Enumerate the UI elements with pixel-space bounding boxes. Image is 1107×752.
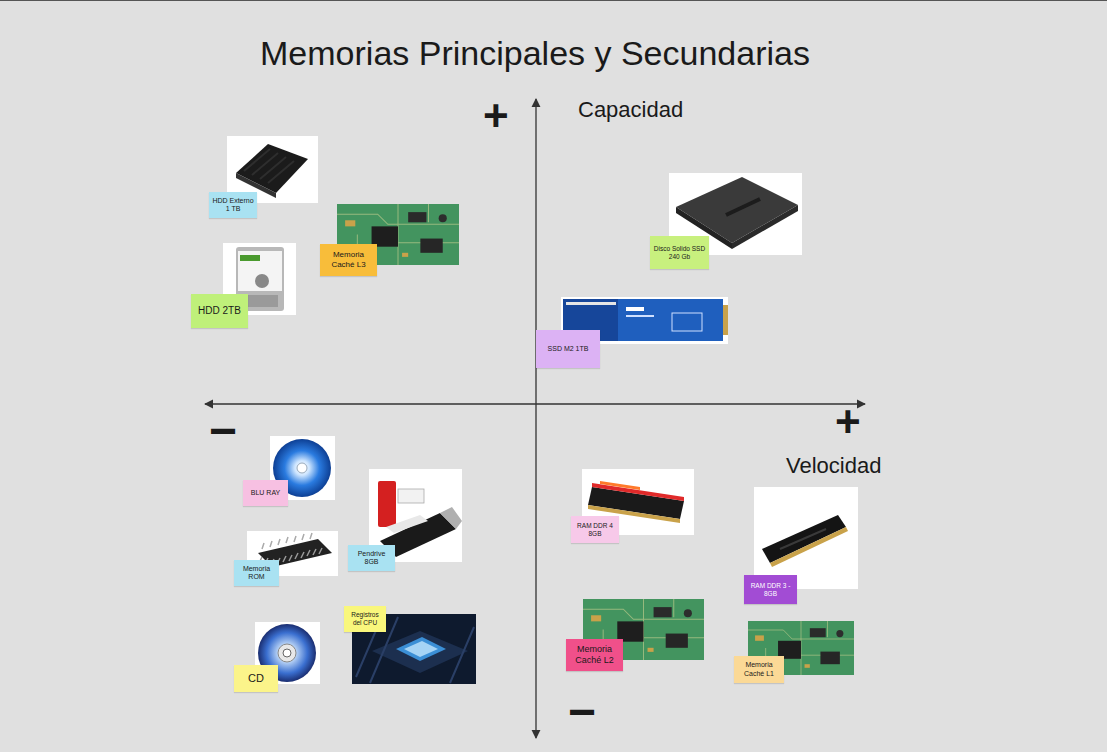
sticky-note: Pendrive 8GB xyxy=(348,545,395,571)
sticky-note: CD xyxy=(234,665,278,692)
note-text: SSD M2 1TB xyxy=(548,345,589,353)
axis-minus: − xyxy=(568,688,596,736)
note-text: Memoria Caché L3 xyxy=(323,250,374,269)
note-text: Disco Solido SSD 240 Gb xyxy=(653,245,706,261)
sticky-note: HDD 2TB xyxy=(191,294,248,328)
note-text: Memoria ROM xyxy=(237,565,276,582)
note-text: Registros del CPU xyxy=(347,611,383,627)
sticky-note: Disco Solido SSD 240 Gb xyxy=(650,236,709,269)
note-text: HDD Externo 1 TB xyxy=(212,197,254,214)
note-text: Memoria Caché L2 xyxy=(569,644,620,666)
sticky-note: Registros del CPU xyxy=(344,606,386,632)
axis-title: Velocidad xyxy=(786,455,881,477)
sticky-note: RAM DDR 3 - 8GB xyxy=(744,575,797,604)
axis-plus: + xyxy=(835,400,861,444)
diagram-title: Memorias Principales y Secundarias xyxy=(0,36,1070,70)
axis-title: Capacidad xyxy=(578,99,683,121)
note-text: CD xyxy=(248,672,264,685)
sticky-note: Memoria Caché L1 xyxy=(734,656,784,683)
sticky-note: SSD M2 1TB xyxy=(536,330,600,368)
sticky-note: BLU RAY xyxy=(243,480,288,506)
axis-plus: + xyxy=(483,94,509,138)
axis-minus: − xyxy=(209,407,237,455)
note-text: BLU RAY xyxy=(251,489,280,497)
sticky-note: RAM DDR 4 8GB xyxy=(571,516,619,543)
sticky-note: HDD Externo 1 TB xyxy=(209,192,257,218)
sticky-note: Memoria Caché L2 xyxy=(566,639,623,671)
note-text: Pendrive 8GB xyxy=(351,550,392,567)
note-text: RAM DDR 3 - 8GB xyxy=(747,582,794,598)
sticky-note: Memoria Caché L3 xyxy=(320,244,377,276)
note-text: RAM DDR 4 8GB xyxy=(574,522,616,538)
note-text: Memoria Caché L1 xyxy=(737,661,781,678)
sticky-note: Memoria ROM xyxy=(234,560,279,586)
note-text: HDD 2TB xyxy=(198,305,241,317)
